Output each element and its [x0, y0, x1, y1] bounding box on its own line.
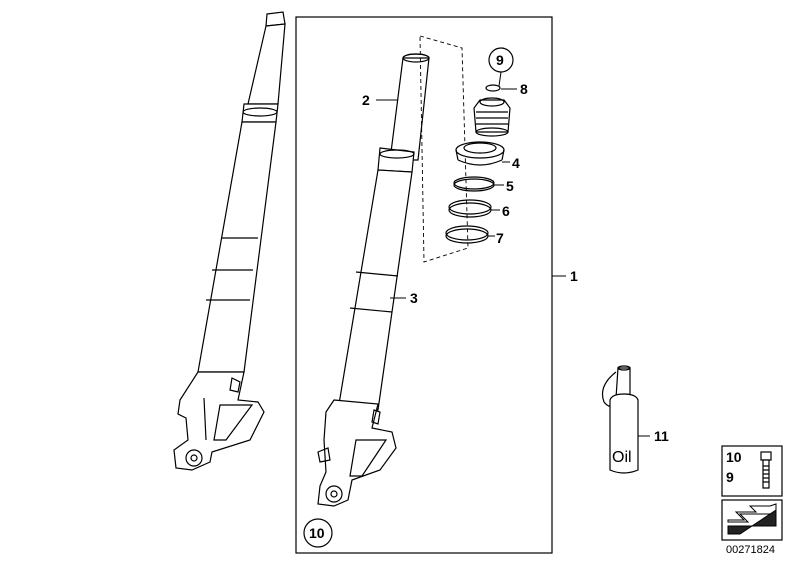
callout-9: 9	[496, 52, 504, 68]
ring-part-6	[448, 199, 492, 218]
oil-label: Oil	[612, 449, 632, 466]
diagram-number: 00271824	[726, 544, 775, 556]
legend-top-label: 10	[726, 449, 742, 465]
fork-tube-part-2	[389, 53, 430, 161]
ring-part-7	[445, 225, 489, 244]
legend-box: 10 9	[721, 445, 783, 497]
callout-10: 10	[309, 525, 325, 541]
callout-5: 5	[506, 178, 514, 194]
arrow-box	[721, 499, 783, 541]
ring-part-5	[453, 176, 495, 192]
assembly-frame	[295, 16, 553, 554]
o-ring-part-8	[485, 84, 501, 92]
callout-7: 7	[496, 230, 504, 246]
legend-bottom-label: 9	[726, 469, 734, 485]
assembly-guide-lines	[419, 35, 469, 263]
callout-8: 8	[520, 81, 528, 97]
callout-6: 6	[502, 203, 510, 219]
slider-part-3	[317, 147, 415, 507]
callout-4: 4	[512, 155, 520, 171]
seal-part-4	[455, 141, 505, 166]
screw-icon	[760, 451, 772, 489]
direction-arrow-icon	[727, 503, 777, 523]
screw-cap	[473, 97, 511, 137]
callout-1: 1	[570, 268, 578, 284]
callout-3: 3	[410, 290, 418, 306]
callout-2: 2	[362, 92, 370, 108]
callout-10-circle	[303, 518, 333, 548]
callout-11: 11	[654, 428, 669, 444]
fork-leg-overview	[173, 11, 286, 471]
fork-oil-bottle: Oil	[601, 365, 639, 474]
